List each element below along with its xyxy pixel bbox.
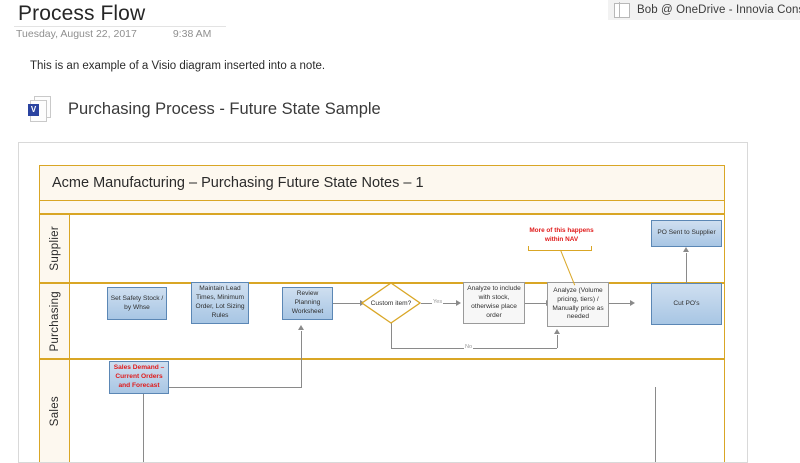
connector-cutpo-to-posent <box>686 253 687 283</box>
arrowhead-volume-to-cutpo <box>630 299 635 306</box>
diagram-subbar <box>39 201 725 214</box>
connector-sales-to-review-h <box>143 387 301 388</box>
page-title[interactable]: Process Flow <box>18 2 146 25</box>
connector-no-right <box>391 348 557 349</box>
note-body-text[interactable]: This is an example of a Visio diagram in… <box>30 60 326 72</box>
visio-badge: V <box>28 104 39 116</box>
attachment-title: Purchasing Process - Future State Sample <box>68 99 381 118</box>
arrowhead-no-branch <box>553 329 560 334</box>
connector-no-up <box>557 335 558 348</box>
edge-label-yes: Yes <box>432 299 444 305</box>
connector-volume-to-cutpo <box>609 303 631 304</box>
node-analyze-volume-pricing[interactable]: Analyze (Volume pricing, tiers) / Manual… <box>547 282 609 327</box>
connector-right-vertical-lower <box>655 387 656 462</box>
connector-review-to-diamond <box>333 303 361 304</box>
account-label: Bob @ OneDrive - Innovia Consultin <box>637 4 800 16</box>
page-time: 9:38 AM <box>172 28 212 40</box>
node-maintain-lead-times[interactable]: Maintain Lead Times, Minimum Order, Lot … <box>191 282 249 324</box>
lane-header-purchasing: Purchasing <box>40 284 70 358</box>
lane-purchasing: Purchasing <box>39 283 725 359</box>
lane-label-sales: Sales <box>48 396 61 427</box>
edge-label-no: No <box>464 344 474 350</box>
visio-file-icon: V <box>28 96 51 122</box>
arrowhead-into-posent <box>682 247 689 252</box>
swimlane-chart: Acme Manufacturing – Purchasing Future S… <box>39 165 725 462</box>
page-timestamp: Tuesday, August 22, 2017 9:38 AM <box>16 28 211 40</box>
node-review-planning-worksheet[interactable]: Review Planning Worksheet <box>282 287 333 320</box>
lane-header-sales: Sales <box>40 360 70 462</box>
connector-review-vertical <box>301 331 302 388</box>
node-cut-pos[interactable]: Cut PO's <box>651 283 722 325</box>
lane-supplier: Supplier <box>39 214 725 283</box>
account-bar[interactable]: Bob @ OneDrive - Innovia Consultin <box>608 0 800 20</box>
diagram-title: Acme Manufacturing – Purchasing Future S… <box>39 165 725 201</box>
connector-include-to-volume <box>525 303 547 304</box>
lane-label-supplier: Supplier <box>48 226 61 271</box>
annotation-line-1: More of this happens <box>529 227 594 234</box>
page-date: Tuesday, August 22, 2017 <box>16 28 137 40</box>
connector-sales-to-review <box>143 387 144 462</box>
annotation-more-within-nav: More of this happens within NAV <box>509 227 614 244</box>
lane-header-supplier: Supplier <box>40 215 70 282</box>
title-divider <box>14 26 226 27</box>
connector-no-down <box>391 323 392 348</box>
arrowhead-into-review <box>297 325 304 330</box>
node-analyze-to-include[interactable]: Analyze to include with stock, otherwise… <box>463 282 525 324</box>
annotation-line-2: within NAV <box>544 235 579 243</box>
annotation-bracket <box>528 246 592 251</box>
embedded-visio-diagram[interactable]: Acme Manufacturing – Purchasing Future S… <box>18 142 748 463</box>
node-set-safety-stock[interactable]: Set Safety Stock / by Whse <box>107 287 167 320</box>
attachment-heading[interactable]: V Purchasing Process - Future State Samp… <box>28 96 381 122</box>
node-custom-item-decision[interactable]: Custom item? <box>361 282 421 324</box>
lane-sales: Sales <box>39 359 725 462</box>
arrowhead-yes-branch <box>456 299 461 306</box>
lane-label-purchasing: Purchasing <box>48 290 61 352</box>
node-sales-demand[interactable]: Sales Demand – Current Orders and Foreca… <box>109 361 169 394</box>
notebook-icon <box>614 2 630 18</box>
node-po-sent-to-supplier[interactable]: PO Sent to Supplier <box>651 220 722 247</box>
